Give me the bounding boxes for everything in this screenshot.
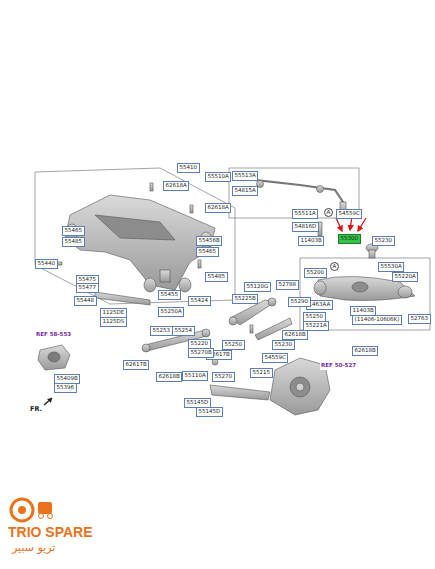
front-arrow-head	[47, 398, 52, 403]
callout-number: 55440	[35, 259, 58, 269]
callout-number: 55270B	[188, 348, 214, 358]
callout-number: 55513A	[232, 171, 258, 181]
callout-number: 52788	[276, 280, 299, 290]
callout-number: 55250A	[158, 307, 184, 317]
callout-number: 55455	[158, 290, 181, 300]
callout-number: 54559C	[336, 209, 362, 219]
front-arrow	[44, 398, 52, 405]
callout-number: 55511A	[292, 209, 318, 219]
callout-number: 62618B	[282, 330, 308, 340]
callout-number: 54559C	[262, 353, 288, 363]
callout-number: 55448	[74, 296, 97, 306]
callout-number: 55290	[288, 297, 311, 307]
callout-number: 55456B	[196, 236, 222, 246]
callout-number: 55396	[54, 383, 77, 393]
callout-number: 55120G	[244, 282, 271, 292]
callout-number: 55510A	[205, 172, 231, 182]
bushing	[38, 345, 70, 370]
highlighted-callout: 55300	[338, 234, 361, 244]
group-frame	[35, 168, 235, 304]
callout-number: 62618A	[205, 203, 231, 213]
callout-number: 62618B	[156, 372, 182, 382]
reference-note: REF 50-527	[320, 362, 357, 370]
callout-number: 55477	[76, 283, 99, 293]
logo-text: TRIO SPARE	[8, 525, 93, 539]
callout-number: 55270	[212, 372, 235, 382]
logo-text: تريو سبير	[12, 542, 55, 553]
callout-number: 55200	[304, 268, 327, 278]
callout-number: 54815A	[232, 186, 258, 196]
callout-number: 55485	[205, 272, 228, 282]
callout-number: 55465	[62, 226, 85, 236]
callout-number: 55410	[177, 163, 200, 173]
callout-number: 11403B	[298, 236, 324, 246]
group-frame	[300, 258, 430, 330]
callout-number: 55220A	[392, 272, 418, 282]
reference-circle: A	[330, 262, 339, 271]
reference-circle: A	[324, 208, 333, 217]
logo-icon	[11, 499, 53, 521]
callout-number: 55225B	[232, 294, 258, 304]
callout-number: 55253	[150, 326, 173, 336]
callout-number: 55230	[372, 236, 395, 246]
callout-number: 55145D	[196, 407, 223, 417]
callout-number: 55485	[62, 237, 85, 247]
callout-number: 55530A	[378, 262, 404, 272]
reference-note: REF 58-553	[35, 331, 72, 339]
bolts	[48, 183, 253, 333]
callout-number: 55230	[272, 340, 295, 350]
callout-number: 55215	[250, 368, 273, 378]
callout-number: 55250	[222, 340, 245, 350]
callout-number: 55465	[196, 247, 219, 257]
direction-label: FR.	[30, 406, 42, 413]
callout-number: 55110A	[182, 371, 208, 381]
callout-number: 52763	[408, 314, 431, 324]
callout-number: 54816D	[292, 222, 319, 232]
subframe	[65, 195, 215, 292]
callout-number: 1125DS	[100, 317, 127, 327]
knuckle	[210, 358, 330, 415]
callout-number: 55254	[172, 326, 195, 336]
callout-number: 62618A	[163, 181, 189, 191]
control-arms	[95, 292, 292, 365]
callout-number: 62618B	[352, 346, 378, 356]
callout-number: 55424	[188, 296, 211, 306]
callout-number: (11406-10606K)	[352, 315, 402, 325]
callout-number: 62617B	[123, 360, 149, 370]
